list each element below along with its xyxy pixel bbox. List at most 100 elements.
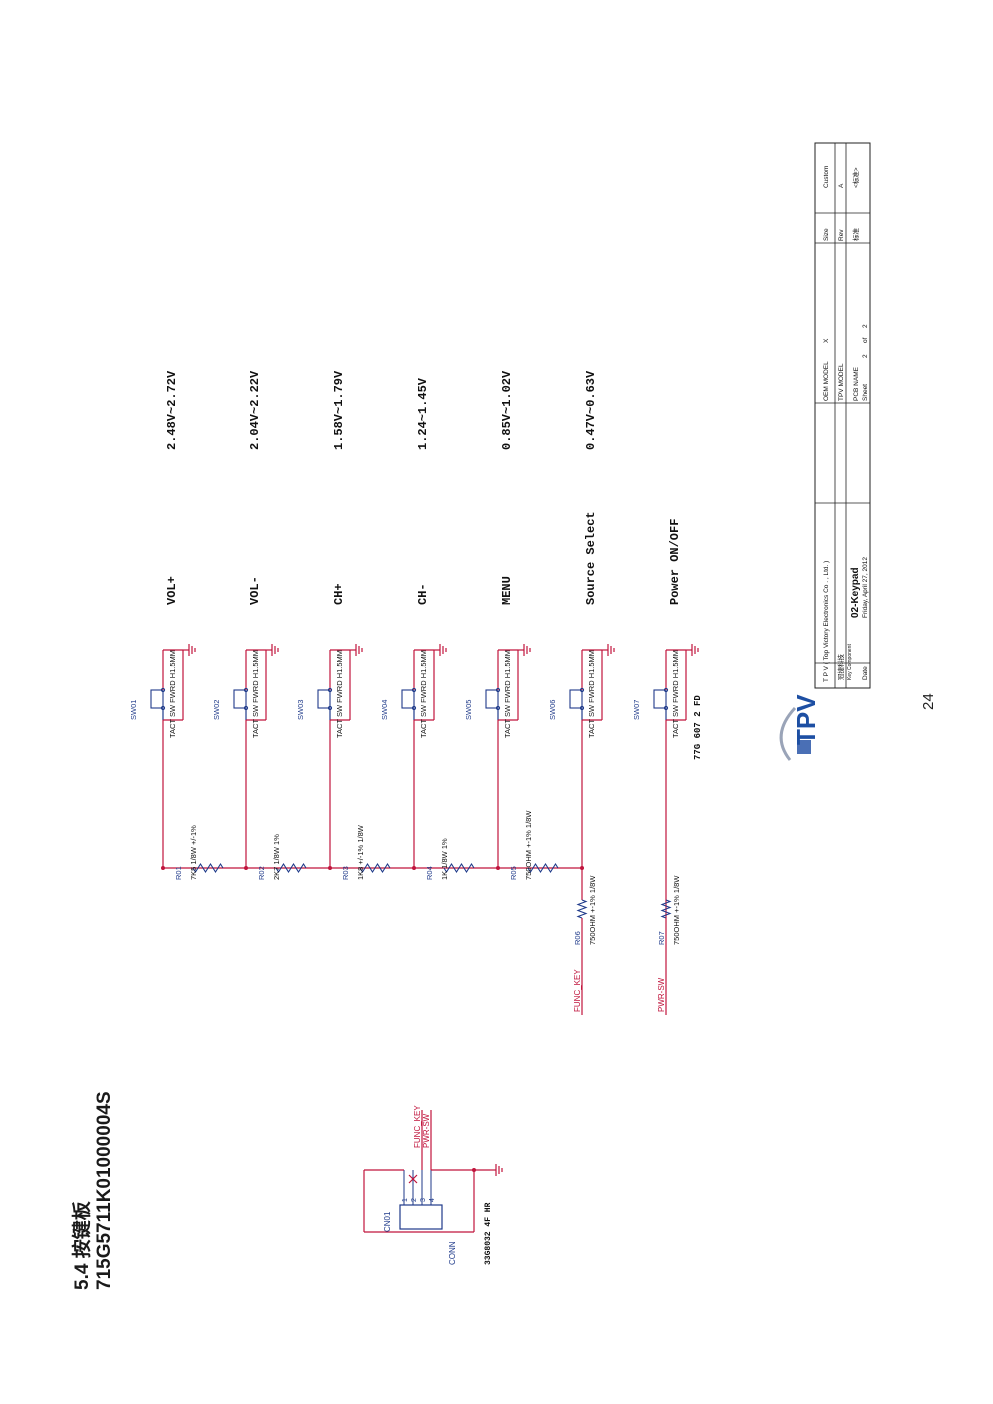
tpv-logo bbox=[779, 706, 811, 761]
switch-function-7: Power ON/OFF bbox=[668, 519, 682, 605]
tb-sheet-value: 2 bbox=[862, 354, 869, 358]
no-connect-mark bbox=[408, 1174, 418, 1184]
bus-junction-3 bbox=[328, 866, 332, 870]
tb-oem-model-label: OEM MODEL bbox=[823, 361, 830, 401]
tb-date-label: Date bbox=[862, 666, 869, 680]
net-label-func-key-cn: FUNC_KEY bbox=[413, 1105, 422, 1148]
ground-symbol-cn bbox=[490, 1164, 503, 1176]
resistor-zigzag-6 bbox=[576, 899, 588, 919]
resistor-value-3: 1K8 +/-1% 1/8W bbox=[356, 824, 365, 880]
switch-ref-5: SW05 bbox=[464, 700, 473, 720]
resistor-ref-7: R07 bbox=[657, 931, 666, 945]
switch-part-5: TACT SW FWRD H1.5MM bbox=[503, 650, 512, 738]
tb-size-label: Size bbox=[823, 228, 830, 241]
resistor-zigzag-4 bbox=[443, 862, 475, 874]
switch-contact-b-1 bbox=[160, 687, 166, 693]
connector-pin-label-4: 4 bbox=[429, 1198, 436, 1202]
resistor-zigzag-2 bbox=[275, 862, 307, 874]
switch-3 bbox=[317, 650, 333, 720]
resistor-value-1: 7K5 1/8W +/-1% bbox=[189, 825, 198, 880]
switch-part-note: 77G 607 2 FD bbox=[693, 695, 703, 760]
tb-rev-label: Rev bbox=[838, 229, 845, 241]
switch-part-2: TACT SW FWRD H1.5MM bbox=[251, 650, 260, 738]
tb-key-component-value: 02-Keypad bbox=[850, 567, 861, 618]
bus-junction-4 bbox=[412, 866, 416, 870]
nc-x2 bbox=[408, 1174, 418, 1184]
switch-part-7: TACT SW FWRD H1.5MM bbox=[671, 650, 680, 738]
bus-junction-5 bbox=[496, 866, 500, 870]
switch-body-2 bbox=[233, 689, 247, 709]
ground-symbol-sw-6 bbox=[602, 644, 615, 656]
switch-body-7 bbox=[653, 689, 667, 709]
net-label-pwr-sw-cn: PWR-SW bbox=[422, 1113, 431, 1148]
tb-chinese-label: 冠捷科技 bbox=[836, 654, 845, 681]
switch-function-2: VOL- bbox=[248, 576, 262, 605]
connector-pin-label-3: 3 bbox=[420, 1198, 427, 1202]
bus-junction-1 bbox=[161, 866, 165, 870]
switch-function-5: MENU bbox=[500, 576, 514, 605]
tb-oem-model-value: X bbox=[823, 338, 830, 343]
tpv-logo-square bbox=[797, 740, 811, 754]
switch-body-4 bbox=[401, 689, 415, 709]
tb-tpv-model-label: TPV MODEL bbox=[838, 363, 845, 401]
switch-body-5 bbox=[485, 689, 499, 709]
switch-contact-b-3 bbox=[327, 687, 333, 693]
switch-6 bbox=[569, 650, 585, 720]
switch-ref-4: SW04 bbox=[380, 700, 389, 720]
switch-contact-a-4 bbox=[411, 705, 417, 711]
resistor-zigzag-3 bbox=[359, 862, 391, 874]
ground-symbol-sw-5 bbox=[518, 644, 531, 656]
title-block bbox=[814, 142, 871, 689]
switch-contact-b-2 bbox=[243, 687, 249, 693]
tb-pcb-name-label: PCB NAME bbox=[853, 366, 860, 401]
switch-ref-6: SW06 bbox=[548, 700, 557, 720]
switch-function-6: Source Select bbox=[584, 511, 598, 605]
switch-contact-a-5 bbox=[495, 705, 501, 711]
switch-part-4: TACT SW FWRD H1.5MM bbox=[419, 650, 428, 738]
switch-contact-b-7 bbox=[663, 687, 669, 693]
switch-contact-a-1 bbox=[160, 705, 166, 711]
switch-voltage-5: 0.85V~1.02V bbox=[500, 370, 514, 450]
resistor-zigzag-7 bbox=[660, 899, 672, 919]
tpv-logo-swoosh bbox=[779, 706, 797, 761]
switch-7 bbox=[653, 650, 669, 720]
resistor-value-2: 2K7 1/8W 1% bbox=[272, 834, 281, 880]
resistor-ref-5: R05 bbox=[509, 866, 518, 880]
switch-voltage-2: 2.04V~2.22V bbox=[248, 370, 262, 450]
resistor-ref-4: R04 bbox=[425, 866, 434, 880]
bus-junction-2 bbox=[244, 866, 248, 870]
switch-voltage-6: 0.47V~0.63V bbox=[584, 370, 598, 450]
net-label-pwr-sw: PWR-SW bbox=[657, 977, 666, 1012]
switch-contact-b-5 bbox=[495, 687, 501, 693]
ground-symbol-sw-4 bbox=[434, 644, 447, 656]
resistor-ref-1: R01 bbox=[174, 866, 183, 880]
switch-voltage-4: 1.24~1.45V bbox=[416, 377, 430, 450]
tb-mark-value: <标准> bbox=[851, 167, 860, 188]
tb-of-value: 2 bbox=[862, 324, 869, 328]
net-label-func-key: FUNC_KEY bbox=[573, 969, 582, 1012]
tb-rev-value: A bbox=[838, 183, 845, 188]
tb-key-component-label: Key Component bbox=[847, 644, 853, 680]
switch-contact-a-3 bbox=[327, 705, 333, 711]
switch-1 bbox=[150, 650, 166, 720]
connector-body bbox=[399, 1204, 443, 1230]
resistor-ref-6: R06 bbox=[573, 931, 582, 945]
connector-ref: CN01 bbox=[383, 1211, 392, 1232]
connector-name: CONN bbox=[448, 1241, 457, 1265]
connector-part: 33G8032 4F HR bbox=[484, 1202, 493, 1265]
ground-symbol-sw-7 bbox=[686, 644, 699, 656]
resistor-ref-2: R02 bbox=[257, 866, 266, 880]
resistor-zigzag-5 bbox=[527, 862, 559, 874]
tb-date-value: Friday, April 27, 2012 bbox=[862, 557, 869, 618]
resistor-value-4: 1K 1/8W 1% bbox=[440, 838, 449, 880]
switch-function-1: VOL+ bbox=[165, 576, 179, 605]
title-block-frame bbox=[814, 142, 871, 689]
tb-size-value: Custom bbox=[823, 166, 830, 188]
switch-5 bbox=[485, 650, 501, 720]
switch-function-3: CH+ bbox=[332, 583, 346, 605]
resistor-value-6: 750OHM +-1% 1/8W bbox=[588, 875, 597, 945]
tb-company: T P V ( Top Victory Electronics Co . , L… bbox=[823, 561, 830, 682]
junction-dot-cn bbox=[472, 1168, 476, 1172]
connector-pin-label-1: 1 bbox=[402, 1198, 409, 1202]
